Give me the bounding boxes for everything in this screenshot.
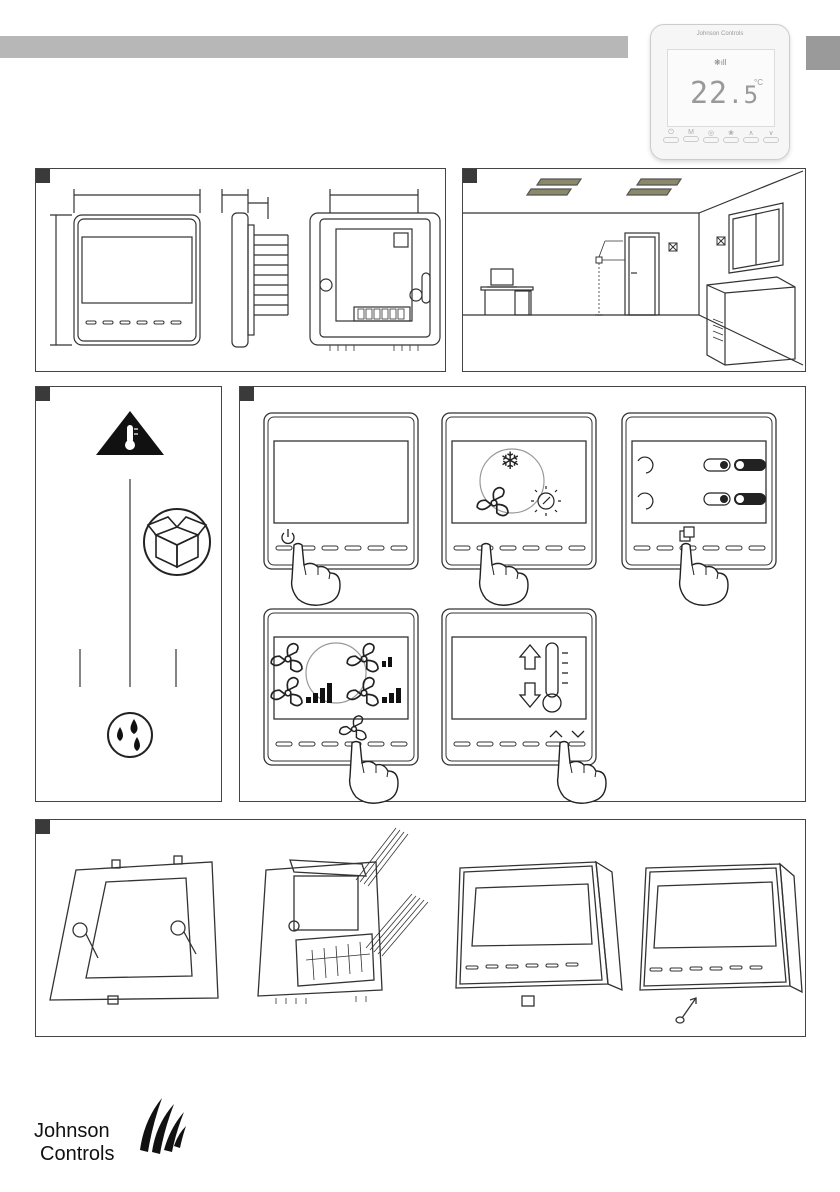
- thermostat-product-image: Johnson Controls ❋ıll 22.5 °C ⏻ M ◎ ❀ ∧ …: [650, 24, 790, 160]
- display-temperature: 22.5: [690, 76, 759, 111]
- thermometer-warning-icon: [96, 411, 164, 455]
- thermostat-screen: ❋ıll 22.5 °C: [667, 49, 775, 127]
- operation-drawing: ❄: [240, 387, 807, 803]
- snowflake-icon: ❄: [500, 447, 520, 475]
- title-bar: [0, 36, 628, 58]
- device-fan-speed: [264, 609, 418, 803]
- up-button[interactable]: ∧: [743, 129, 759, 149]
- section-tab: [806, 36, 840, 70]
- dimensions-drawing: [36, 169, 447, 373]
- logo-line1: Johnson: [34, 1120, 110, 1142]
- down-button[interactable]: ∨: [763, 129, 779, 149]
- device-settings: [622, 413, 776, 605]
- panel-operation: ❄: [239, 386, 806, 802]
- device-temperature: [442, 609, 606, 803]
- thermostat-buttons: ⏻ M ◎ ❀ ∧ ∨: [663, 129, 779, 149]
- mounting-drawing: [36, 820, 807, 1038]
- johnson-controls-logo: Johnson Controls: [0, 1090, 200, 1170]
- room-drawing: [463, 169, 807, 373]
- warnings-drawing: [36, 387, 223, 803]
- eco-button[interactable]: ◎: [703, 129, 719, 149]
- panel-warnings: [35, 386, 222, 802]
- logo-mark-icon: [134, 1094, 190, 1156]
- panel-dimensions: [35, 168, 446, 372]
- package-box-icon: [144, 509, 210, 575]
- device-power: [264, 413, 418, 605]
- logo-line2: Controls: [40, 1143, 114, 1165]
- thermostat-brand: Johnson Controls: [651, 31, 789, 37]
- mode-button[interactable]: M: [683, 129, 699, 149]
- fan-speed-indicator: ❋ıll: [714, 58, 726, 67]
- water-drops-icon: [108, 713, 152, 757]
- fan-button[interactable]: ❀: [723, 129, 739, 149]
- device-mode: ❄: [442, 413, 596, 605]
- display-unit: °C: [754, 78, 763, 87]
- panel-room-installation: [462, 168, 806, 372]
- power-button[interactable]: ⏻: [663, 129, 679, 149]
- panel-mounting: [35, 819, 806, 1037]
